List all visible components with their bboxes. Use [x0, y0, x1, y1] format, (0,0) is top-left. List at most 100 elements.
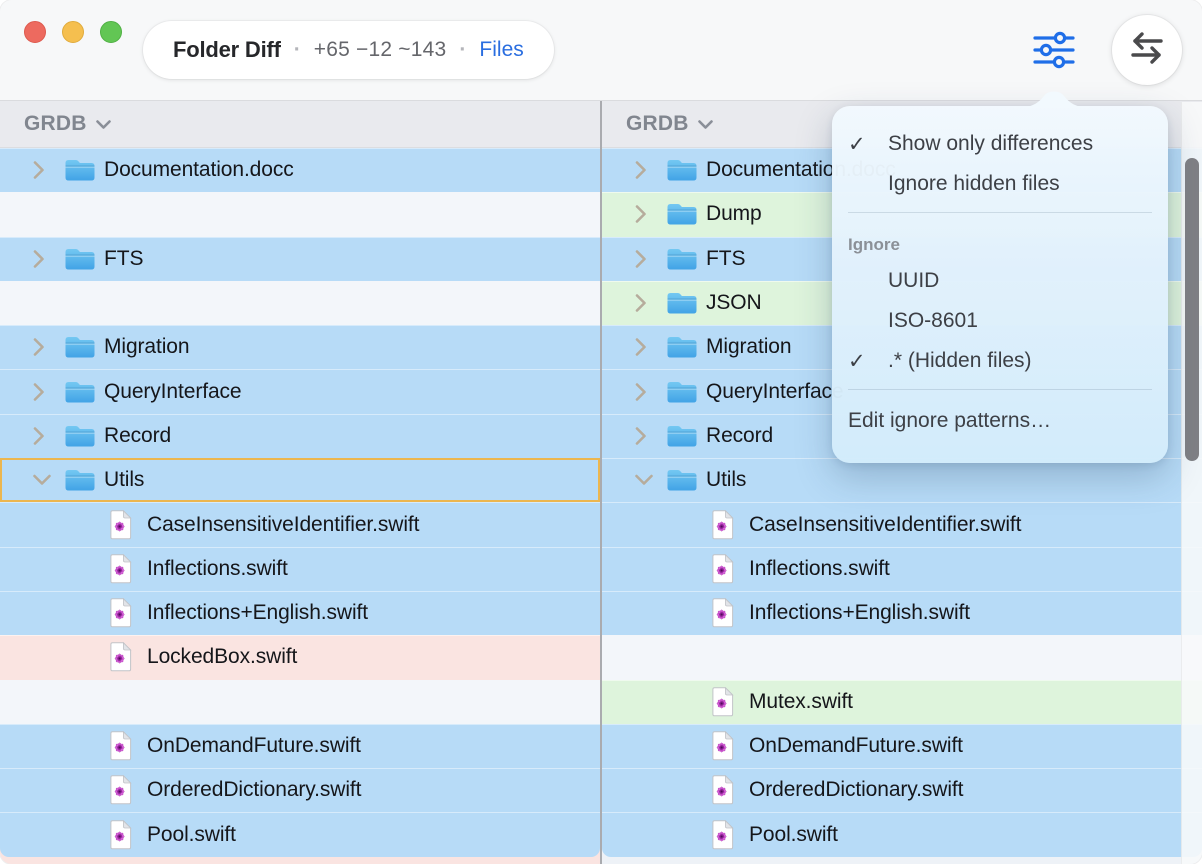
disclosure-chevron-icon[interactable]	[33, 382, 45, 401]
disclosure-chevron-icon[interactable]	[635, 338, 647, 357]
folder-icon	[64, 380, 95, 404]
file-row-Inflections+English.swift[interactable]: Inflections+English.swift	[0, 590, 600, 636]
file-row-Pool.swift[interactable]: Pool.swift	[602, 812, 1202, 857]
sliders-icon	[1032, 31, 1076, 74]
swift-file-icon	[710, 597, 734, 628]
disclosure-chevron-icon[interactable]	[33, 249, 45, 268]
swap-sides-button[interactable]	[1112, 15, 1182, 85]
row-label: OrderedDictionary.swift	[749, 778, 964, 802]
file-row-OnDemandFuture.swift[interactable]: OnDemandFuture.swift	[602, 723, 1202, 769]
folder-icon	[64, 424, 95, 448]
ignore-pattern-option[interactable]: ✓.* (Hidden files)	[832, 341, 1168, 381]
folder-row-Record[interactable]: Record	[0, 413, 600, 459]
row-label: CaseInsensitiveIdentifier.swift	[147, 512, 420, 536]
row-label: Inflections+English.swift	[749, 601, 971, 625]
file-row-Inflections.swift[interactable]: Inflections.swift	[602, 546, 1202, 591]
chevron-down-icon	[697, 112, 713, 136]
folder-row-FTS[interactable]: FTS	[0, 236, 600, 281]
folder-row-Utils[interactable]: Utils	[602, 458, 1202, 503]
close-button[interactable]	[24, 21, 46, 43]
file-row-CaseInsensitiveIdentifier.swift[interactable]: CaseInsensitiveIdentifier.swift	[0, 502, 600, 547]
swift-file-icon	[710, 686, 734, 717]
row-label: Migration	[706, 335, 792, 359]
folder-icon	[64, 158, 95, 182]
blank-row	[0, 679, 600, 724]
popover-item-label: Show only differences	[888, 132, 1094, 155]
row-label: FTS	[706, 246, 746, 270]
swift-file-icon	[108, 642, 132, 672]
left-panel-header[interactable]: GRDB	[0, 101, 600, 148]
popover-option[interactable]: ✓ Show only differences	[832, 124, 1168, 164]
file-row-CaseInsensitiveIdentifier.swift[interactable]: CaseInsensitiveIdentifier.swift	[602, 502, 1202, 547]
file-row-OrderedDictionary.swift[interactable]: OrderedDictionary.swift	[602, 768, 1202, 813]
folder-icon	[666, 335, 697, 359]
file-row-LockedBox.swift[interactable]: LockedBox.swift	[0, 635, 600, 680]
files-link[interactable]: Files	[479, 38, 524, 61]
scrollbar-track[interactable]	[1181, 102, 1202, 864]
disclosure-chevron-icon[interactable]	[33, 161, 45, 179]
disclosure-chevron-icon[interactable]	[635, 205, 647, 224]
row-label: OrderedDictionary.swift	[147, 778, 362, 802]
swift-file-icon	[108, 553, 132, 584]
disclosure-chevron-icon[interactable]	[635, 294, 647, 312]
swift-file-icon	[108, 509, 132, 540]
file-row-Inflections.swift[interactable]: Inflections.swift	[0, 546, 600, 591]
disclosure-chevron-icon[interactable]	[635, 474, 653, 486]
folder-icon	[64, 468, 95, 492]
folder-icon	[666, 158, 697, 182]
row-label: Documentation.docc	[104, 158, 294, 182]
popover-item-label: Ignore hidden files	[888, 172, 1060, 195]
swap-arrows-icon	[1128, 30, 1166, 71]
disclosure-chevron-icon[interactable]	[33, 474, 51, 486]
right-folder-name: GRDB	[626, 112, 689, 135]
file-row-OrderedDictionary.swift[interactable]: OrderedDictionary.swift	[0, 768, 600, 813]
disclosure-chevron-icon[interactable]	[635, 161, 647, 179]
edit-ignore-patterns-item[interactable]: Edit ignore patterns…	[848, 409, 1052, 432]
disclosure-chevron-icon[interactable]	[33, 427, 45, 445]
popover-item-label: .* (Hidden files)	[888, 349, 1032, 372]
window-title-pill: Folder Diff · +65 −12 ~143 · Files	[143, 21, 554, 79]
row-label: FTS	[104, 246, 144, 270]
ignore-pattern-option[interactable]: ISO-8601	[832, 301, 1168, 341]
row-label: Inflections.swift	[749, 556, 890, 580]
folder-icon	[666, 468, 697, 492]
checkmark-icon: ✓	[848, 132, 866, 156]
folder-icon	[666, 202, 697, 226]
swift-file-icon	[710, 730, 734, 761]
partial-row	[602, 841, 1202, 864]
folder-icon	[666, 247, 697, 271]
scrollbar-thumb[interactable]	[1185, 158, 1199, 461]
popover-divider	[848, 212, 1152, 213]
chevron-down-icon	[95, 112, 111, 136]
folder-row-Migration[interactable]: Migration	[0, 325, 600, 370]
file-row-Inflections+English.swift[interactable]: Inflections+English.swift	[602, 590, 1202, 636]
filter-options-button[interactable]	[1028, 30, 1080, 74]
disclosure-chevron-icon[interactable]	[33, 338, 45, 357]
disclosure-chevron-icon[interactable]	[635, 427, 647, 445]
row-label: Record	[706, 423, 774, 447]
minimize-button[interactable]	[62, 21, 84, 43]
row-label: Inflections.swift	[147, 556, 288, 580]
disclosure-chevron-icon[interactable]	[635, 382, 647, 401]
popover-option[interactable]: Ignore hidden files	[832, 164, 1168, 204]
folder-row-Utils[interactable]: Utils	[0, 458, 600, 503]
swift-file-icon	[710, 819, 734, 850]
ignore-pattern-option[interactable]: UUID	[832, 261, 1168, 301]
row-label: Dump	[706, 202, 762, 226]
row-label: Inflections+English.swift	[147, 601, 369, 625]
row-label: Pool.swift	[147, 822, 236, 846]
folder-icon	[666, 424, 697, 448]
file-row-OnDemandFuture.swift[interactable]: OnDemandFuture.swift	[0, 723, 600, 769]
swift-file-icon	[108, 775, 132, 805]
file-row-Pool.swift[interactable]: Pool.swift	[0, 812, 600, 857]
blank-row	[602, 635, 1202, 680]
folder-icon	[666, 291, 697, 315]
swift-file-icon	[710, 553, 734, 584]
disclosure-chevron-icon[interactable]	[635, 249, 647, 268]
file-row-Mutex.swift[interactable]: Mutex.swift	[602, 679, 1202, 724]
zoom-button[interactable]	[100, 21, 122, 43]
folder-row-Documentation.docc[interactable]: Documentation.docc	[0, 148, 600, 193]
folder-row-QueryInterface[interactable]: QueryInterface	[0, 369, 600, 414]
